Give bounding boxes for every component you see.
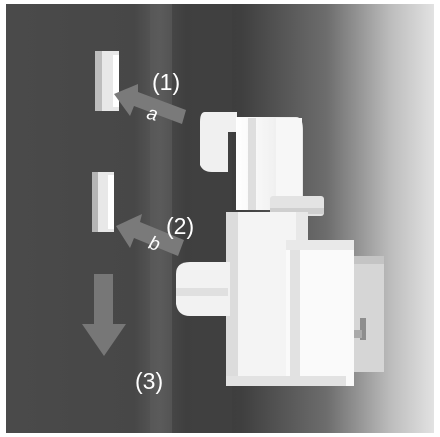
arrow-b-icon — [116, 214, 184, 256]
clip-part — [176, 112, 384, 386]
arrow-down-icon — [82, 274, 126, 356]
image-frame — [5, 3, 435, 434]
wall-column — [172, 4, 232, 433]
step-3-label: (3) — [135, 368, 163, 394]
arrow-a-letter: a — [145, 103, 160, 126]
step-2-label: (2) — [166, 213, 194, 239]
step-1-label: (1) — [152, 69, 180, 95]
slot-piece-top — [95, 51, 119, 111]
slot-piece-middle — [92, 172, 114, 232]
arrow-a-icon — [114, 84, 186, 124]
